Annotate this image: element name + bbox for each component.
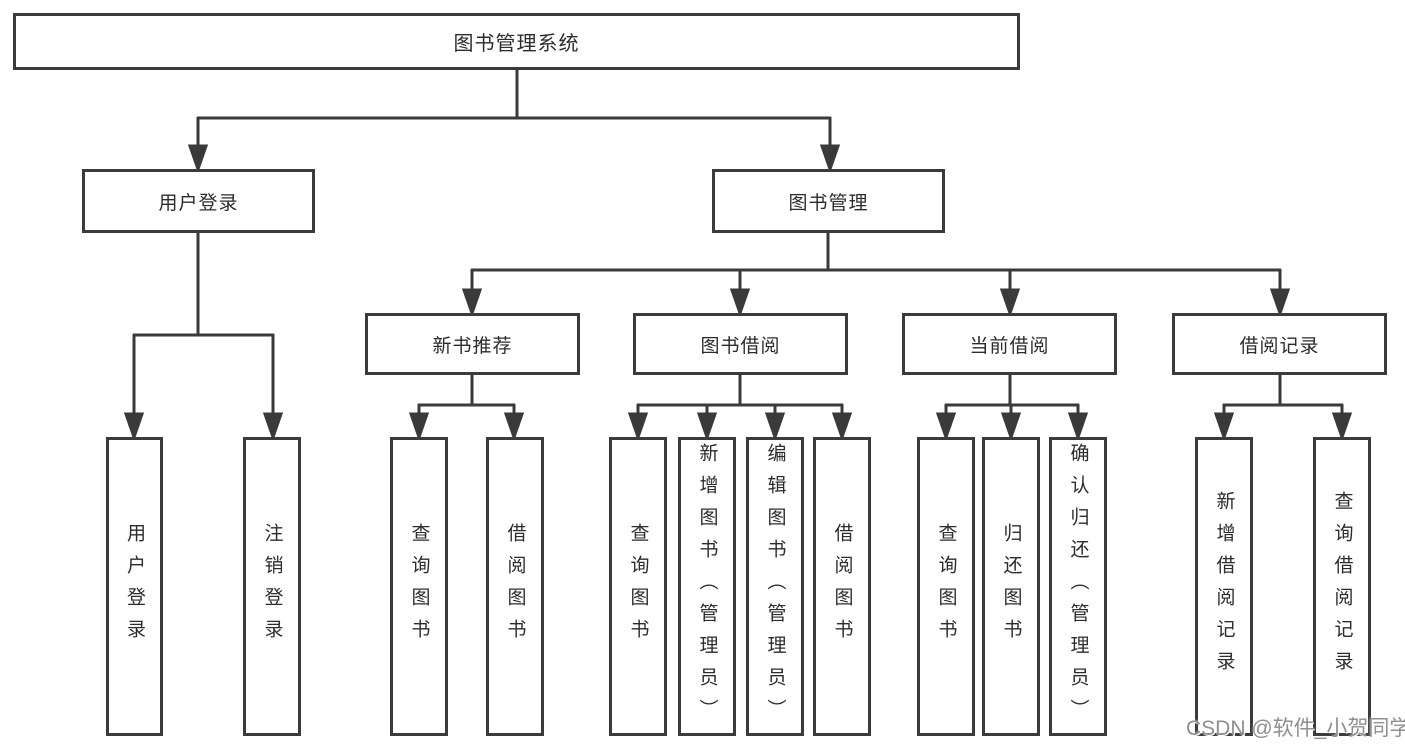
node-label: 注销登录 <box>261 522 283 651</box>
node-label: 图书管理 <box>788 192 869 214</box>
csdn-watermark: CSDN @软件_小贺同学 <box>1186 717 1405 740</box>
connector-current-to-children <box>935 375 1089 442</box>
node-label: 确认归还（管理员） <box>1067 442 1089 731</box>
node-label: 当前借阅 <box>969 335 1050 357</box>
connector-borrowing-to-children <box>627 375 853 442</box>
node-user-login: 用户登录 <box>82 169 315 233</box>
node-label: 查询图书 <box>935 522 957 651</box>
node-label: 查询图书 <box>408 522 430 651</box>
node-label: 归还图书 <box>1000 522 1022 651</box>
node-label: 借阅图书 <box>504 522 526 651</box>
node-login: 用户登录 <box>106 437 163 736</box>
node-confirm-return-admin: 确认归还（管理员） <box>1049 437 1107 736</box>
node-query-books-under-borrowing: 查询图书 <box>609 437 667 736</box>
node-label: 借阅图书 <box>831 522 853 651</box>
node-root: 图书管理系统 <box>13 13 1020 70</box>
connector-bookmgmt-to-level3 <box>461 233 1291 318</box>
node-book-management: 图书管理 <box>712 169 945 233</box>
node-query-books-under-recommend: 查询图书 <box>390 437 448 736</box>
connector-newrec-to-children <box>408 375 525 442</box>
connector-root-to-level2 <box>187 70 841 174</box>
node-label: 查询图书 <box>627 522 649 651</box>
node-label: 图书借阅 <box>700 335 781 357</box>
node-book-borrowing: 图书借阅 <box>633 313 848 375</box>
node-label: 编辑图书（管理员） <box>764 442 786 731</box>
node-label: 图书管理系统 <box>453 33 580 55</box>
node-label: 新书推荐 <box>432 335 513 357</box>
node-new-book-recommend: 新书推荐 <box>365 313 580 375</box>
node-borrowing-records: 借阅记录 <box>1172 313 1387 375</box>
node-logout: 注销登录 <box>243 437 301 736</box>
node-label: 用户登录 <box>158 192 239 214</box>
node-return-books: 归还图书 <box>982 437 1040 736</box>
node-label: 查询借阅记录 <box>1331 490 1353 683</box>
node-label: 借阅记录 <box>1239 335 1320 357</box>
node-borrow-books-under-recommend: 借阅图书 <box>486 437 544 736</box>
node-add-borrow-record: 新增借阅记录 <box>1195 437 1253 736</box>
connector-records-to-children <box>1213 375 1353 442</box>
node-edit-books-admin: 编辑图书（管理员） <box>746 437 804 736</box>
node-label: 新增图书（管理员） <box>696 442 718 731</box>
connector-userlogin-to-children <box>123 233 284 442</box>
node-add-books-admin: 新增图书（管理员） <box>678 437 736 736</box>
node-current-borrowing: 当前借阅 <box>902 313 1117 375</box>
node-query-books-under-current: 查询图书 <box>917 437 975 736</box>
node-label: 用户登录 <box>124 522 145 651</box>
node-query-borrow-record: 查询借阅记录 <box>1313 437 1371 736</box>
node-label: 新增借阅记录 <box>1213 490 1235 683</box>
node-borrow-books-under-borrowing: 借阅图书 <box>813 437 871 736</box>
